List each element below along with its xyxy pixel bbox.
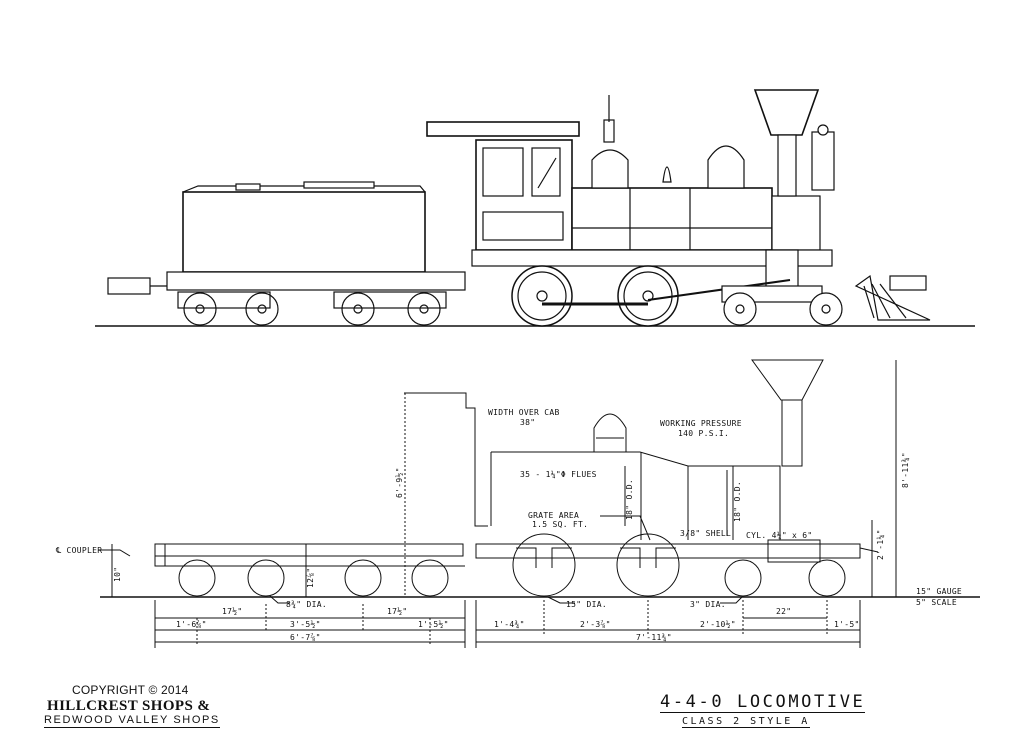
- dome-outline: [593, 413, 627, 452]
- tender-wheel: [245, 292, 279, 326]
- tender-wheel: [183, 292, 217, 326]
- shop-name-1: HILLCREST SHOPS &: [47, 698, 211, 714]
- cab-outline: [428, 392, 488, 527]
- width-over-cab-label: WIDTH OVER CAB: [488, 408, 560, 417]
- driver-wheel-outline: [512, 533, 576, 597]
- tender-frame: [166, 271, 466, 291]
- cylinder-label: CYL. 4¼" x 6": [746, 531, 813, 540]
- pilot: [854, 274, 931, 321]
- diagram-labels: WIDTH OVER CAB 38" WORKING PRESSURE 140 …: [55, 408, 962, 642]
- pilot-dia-label: 3" DIA.: [690, 600, 726, 609]
- tender-elevation: [107, 181, 466, 326]
- tender-wheel-outline: [178, 559, 216, 597]
- cab-panel: [482, 211, 564, 241]
- dim-text: 2'-3⅞": [580, 620, 611, 629]
- gauge-label: 15" GAUGE: [916, 587, 962, 596]
- shop-name-2: REDWOOD VALLEY SHOPS: [44, 714, 220, 728]
- dimension-diagram: [98, 359, 980, 648]
- tender-wheel: [407, 292, 441, 326]
- pilot-wheel-outline: [724, 559, 762, 597]
- grate-area-label: GRATE AREA: [528, 511, 579, 520]
- headlight: [811, 131, 835, 191]
- flues-label: 35 - 1¼"Φ FLUES: [520, 470, 597, 479]
- pilot-wheel-outline: [808, 559, 846, 597]
- side-elevation: [95, 89, 975, 327]
- dim-text: 6'-7⅞": [290, 633, 321, 642]
- working-pressure-value: 140 P.S.I.: [678, 429, 729, 438]
- driver-dia-label: 15" DIA.: [566, 600, 607, 609]
- tender-tank: [182, 191, 426, 273]
- dim-text: 1'-5½": [418, 619, 449, 629]
- copyright-text: COPYRIGHT © 2014: [72, 683, 189, 697]
- dim-text: 1'-6⅞": [176, 620, 207, 629]
- dim-tender-frame-text: 12⅞": [306, 568, 315, 588]
- working-pressure-label: WORKING PRESSURE: [660, 419, 742, 428]
- tender-wheel-outline: [344, 559, 382, 597]
- grate-area-value: 1.5 SQ. FT.: [532, 520, 588, 529]
- sand-dome: [707, 145, 745, 189]
- coupler-label: ℄ COUPLER: [55, 546, 102, 555]
- driver-wheel-outline: [616, 533, 680, 597]
- pilot-wheel: [809, 292, 843, 326]
- dim-text: 2'-10½": [700, 619, 736, 629]
- bell: [662, 166, 672, 183]
- tender-filler: [235, 183, 261, 191]
- smokebox: [771, 195, 821, 251]
- dim-coupler-height-text: 10": [113, 567, 122, 582]
- width-over-cab-value: 38": [520, 418, 535, 427]
- truck-dia-label: 8¾" DIA.: [286, 600, 327, 609]
- shell-label: 3/8" SHELL: [680, 529, 731, 538]
- dim-text: 17½": [387, 606, 407, 616]
- driver-wheel: [617, 265, 679, 327]
- pilot-wheel: [723, 292, 757, 326]
- smoke-stack: [753, 89, 820, 136]
- pilot-coupler: [889, 275, 927, 291]
- tender-coping: [303, 181, 375, 189]
- tender-wheel-outline: [247, 559, 285, 597]
- tender-truck-front: [333, 291, 447, 309]
- tender-wheel: [341, 292, 375, 326]
- cab-window: [531, 147, 561, 197]
- dim-text: 1'-5": [834, 620, 860, 629]
- tender-coupler: [107, 277, 151, 295]
- main-rod: [647, 279, 791, 301]
- boiler-od-label: 18" O.D.: [733, 481, 742, 522]
- locomotive-elevation: [426, 89, 931, 327]
- cab-roof: [426, 121, 580, 137]
- tender-wheel-outline: [411, 559, 449, 597]
- driver-wheel: [511, 265, 573, 327]
- dim-cab-height-text: 6'-9½": [394, 467, 404, 498]
- dim-text: 17½": [222, 606, 242, 616]
- dim-stack-height-text: 8'-11¾": [901, 452, 910, 488]
- dim-text: 1'-4¾": [494, 620, 525, 629]
- drawing-subtitle: CLASS 2 STYLE A: [682, 716, 810, 728]
- dim-text: 7'-11¾": [636, 633, 672, 642]
- scale-label: 5" SCALE: [916, 598, 957, 607]
- drawing-title: 4-4-0 LOCOMOTIVE: [660, 692, 866, 713]
- cab: [475, 139, 573, 251]
- dim-text: 3'-5½": [290, 619, 321, 629]
- boiler: [571, 187, 773, 251]
- cab-window: [482, 147, 524, 197]
- boiler-od-label: 18" O.D.: [625, 479, 634, 520]
- dim-text: 22": [776, 607, 791, 616]
- stack-outline: [751, 359, 824, 401]
- loco-frame-outline: [475, 543, 861, 559]
- tender-outline: [154, 543, 464, 557]
- steam-dome: [591, 149, 629, 189]
- dim-cylinder-height-text: 2'-1¼": [876, 529, 885, 560]
